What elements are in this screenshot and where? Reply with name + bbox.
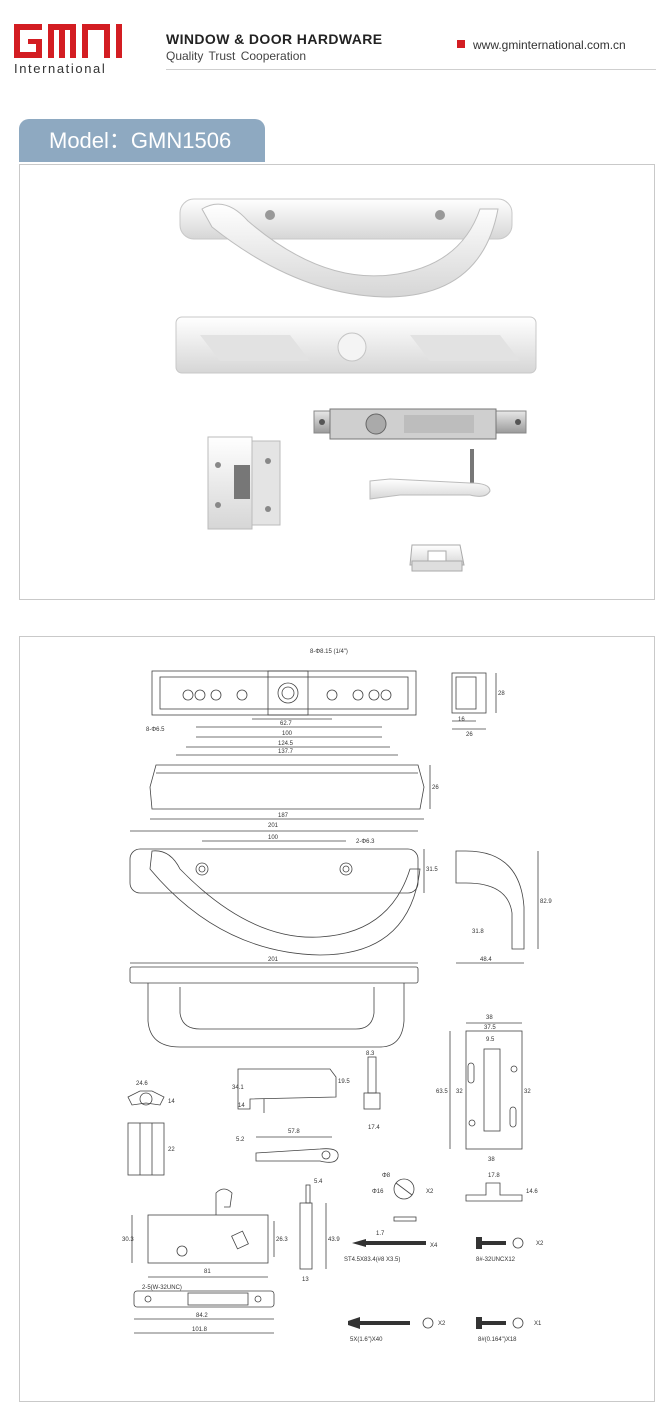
header-slogan: Quality Trust Cooperation xyxy=(166,49,307,63)
dim-label: 32 xyxy=(524,1089,531,1095)
flush-handle-drawing xyxy=(149,764,431,820)
dim-label: 5.2 xyxy=(236,1137,245,1143)
dim-label: 43.9 xyxy=(328,1237,340,1243)
dim-6-5-label: 8-Φ6.5 xyxy=(146,727,165,733)
dim-label: 8.3 xyxy=(366,1051,375,1057)
dim-label: 124.5 xyxy=(278,741,294,747)
dim-label: 17.8 xyxy=(488,1173,500,1179)
dim-label: 137.7 xyxy=(278,749,294,755)
dim-label: 24.6 xyxy=(136,1081,148,1087)
dim-label: 37.5 xyxy=(484,1025,496,1031)
dim-label: 26 xyxy=(466,732,473,738)
pull-handle-drawing xyxy=(129,830,539,964)
screw-qty-label: X2 xyxy=(536,1241,544,1247)
dim-label: 82.9 xyxy=(540,899,552,905)
base-plate-drawing xyxy=(151,670,497,756)
dim-label: 100 xyxy=(282,731,293,737)
dim-label: 26.3 xyxy=(276,1237,288,1243)
dim-label: 84.2 xyxy=(196,1313,208,1319)
dim-label: 34.1 xyxy=(232,1085,244,1091)
product-photo xyxy=(175,198,537,572)
dim-label: 2-Φ6.3 xyxy=(356,839,375,845)
pull-handle-photo xyxy=(179,198,513,298)
dim-label: 101.8 xyxy=(192,1327,208,1333)
gmi-logo xyxy=(14,24,122,58)
dim-label: 22 xyxy=(168,1147,175,1153)
dim-label: 31.8 xyxy=(472,929,484,935)
dim-label: 63.5 xyxy=(436,1089,448,1095)
dim-label: X2 xyxy=(426,1189,434,1195)
dim-label: 28 xyxy=(498,691,505,697)
screw-qty-label: X2 xyxy=(438,1321,446,1327)
dim-label: 5.4 xyxy=(314,1179,323,1185)
dim-label: 14.6 xyxy=(526,1189,538,1195)
dim-label: 31.5 xyxy=(426,867,438,873)
keeper-photo xyxy=(207,436,281,530)
dim-8-hole-label: 8-Φ8.15 (1/4") xyxy=(310,649,348,655)
dim-label: 38 xyxy=(486,1015,493,1021)
product-photo-panel xyxy=(19,164,655,600)
website-link[interactable]: www.gminternational.com.cn xyxy=(473,38,626,52)
clip-photo xyxy=(409,544,465,572)
dim-label: 187 xyxy=(278,813,289,819)
screw-spec-label: 8#(0.164")X18 xyxy=(478,1337,517,1343)
dim-label: 38 xyxy=(488,1157,495,1163)
technical-drawing: 8-Φ8.15 (1/4") 8-Φ6.5 62.7 100 124.5 137… xyxy=(122,649,552,1343)
dim-label: 1.7 xyxy=(376,1231,385,1237)
screw-spec-label: ST4.5X83.4(#8 X3.5) xyxy=(344,1257,400,1263)
screw-spec-label: 8#-32UNCX12 xyxy=(476,1257,516,1263)
dim-label: 30.3 xyxy=(122,1237,134,1243)
clip-drawing xyxy=(127,1090,165,1176)
dim-label: 32 xyxy=(456,1089,463,1095)
dim-label: 19.5 xyxy=(338,1079,350,1085)
dim-label: Φ16 xyxy=(372,1189,384,1195)
thumb-lever-drawing xyxy=(237,1056,381,1163)
header-divider xyxy=(166,69,656,70)
dim-label: Φ8 xyxy=(382,1173,391,1179)
dim-label: 13 xyxy=(302,1277,309,1283)
flush-handle-photo xyxy=(175,316,537,374)
dim-label: 14 xyxy=(238,1103,245,1109)
screw-qty-label: X1 xyxy=(534,1321,542,1327)
dim-label: 100 xyxy=(268,835,279,841)
model-tab: Model：GMN1506 xyxy=(19,119,265,162)
dim-label: 81 xyxy=(204,1269,211,1275)
thumb-lever-photo xyxy=(369,449,491,500)
dim-label: 2-5(W-32UNC) xyxy=(142,1285,182,1291)
pull-handle-top-drawing xyxy=(129,962,419,1048)
screws-drawing xyxy=(348,1237,524,1329)
dim-label: 57.8 xyxy=(288,1129,300,1135)
dim-label: 26 xyxy=(432,785,439,791)
logo-subtitle: International xyxy=(14,61,107,76)
mortise-latch-drawing xyxy=(131,1178,417,1334)
dim-label: 62.7 xyxy=(280,721,292,727)
keeper-drawing xyxy=(449,1022,523,1202)
page-header: International WINDOW & DOOR HARDWARE Qua… xyxy=(0,0,668,90)
dim-label: 16 xyxy=(458,717,465,723)
dim-label: 17.4 xyxy=(368,1125,380,1131)
square-bullet-icon xyxy=(457,40,465,48)
screw-qty-label: X4 xyxy=(430,1243,438,1249)
screw-spec-label: 5X(1.6")X40 xyxy=(350,1337,383,1343)
technical-drawing-panel: 8-Φ8.15 (1/4") 8-Φ6.5 62.7 100 124.5 137… xyxy=(19,636,655,1402)
mortise-latch-photo xyxy=(313,408,527,440)
dim-label: 9.5 xyxy=(486,1037,495,1043)
dim-label: 14 xyxy=(168,1099,175,1105)
dim-label: 201 xyxy=(268,957,279,963)
dim-label: 48.4 xyxy=(480,957,492,963)
header-title: WINDOW & DOOR HARDWARE xyxy=(166,31,383,47)
dim-label: 201 xyxy=(268,823,279,829)
